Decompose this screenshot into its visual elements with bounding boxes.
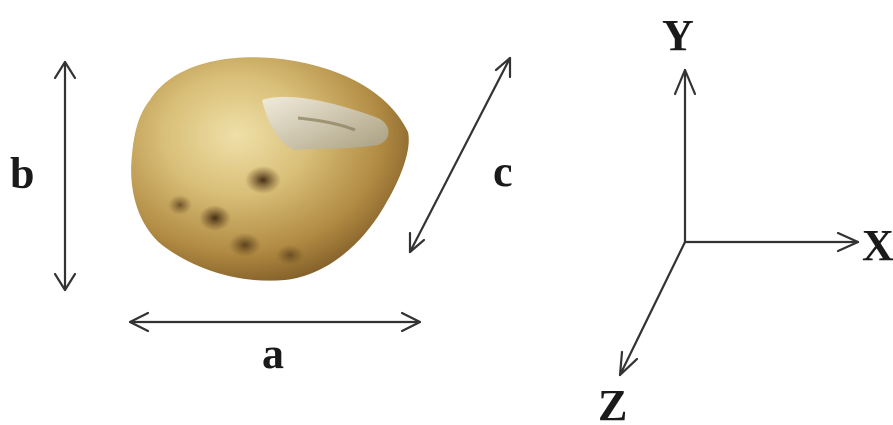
z-axis-arrow	[618, 240, 687, 377]
x-axis-arrow	[683, 231, 860, 253]
dimension-c-arrow	[408, 56, 512, 254]
seed-image	[131, 57, 409, 281]
seed-hilum-slit	[297, 116, 356, 132]
dimension-c-label: c	[493, 147, 513, 196]
x-axis-label: X	[862, 221, 893, 270]
z-axis-label: Z	[598, 381, 627, 425]
y-axis-label: Y	[662, 11, 694, 60]
seed-spot	[245, 166, 281, 194]
coordinate-axes	[618, 68, 860, 377]
dimension-a-arrow	[128, 311, 422, 333]
y-axis-arrow	[673, 68, 697, 244]
seed-spot	[199, 205, 231, 231]
dimension-b-arrow	[53, 60, 77, 292]
seed-spot	[229, 233, 261, 257]
seed-spot	[168, 195, 192, 215]
dimension-a-label: a	[262, 329, 284, 378]
dimension-b-label: b	[10, 149, 34, 198]
seed-spot	[276, 245, 304, 265]
seed-hilum	[262, 96, 389, 150]
